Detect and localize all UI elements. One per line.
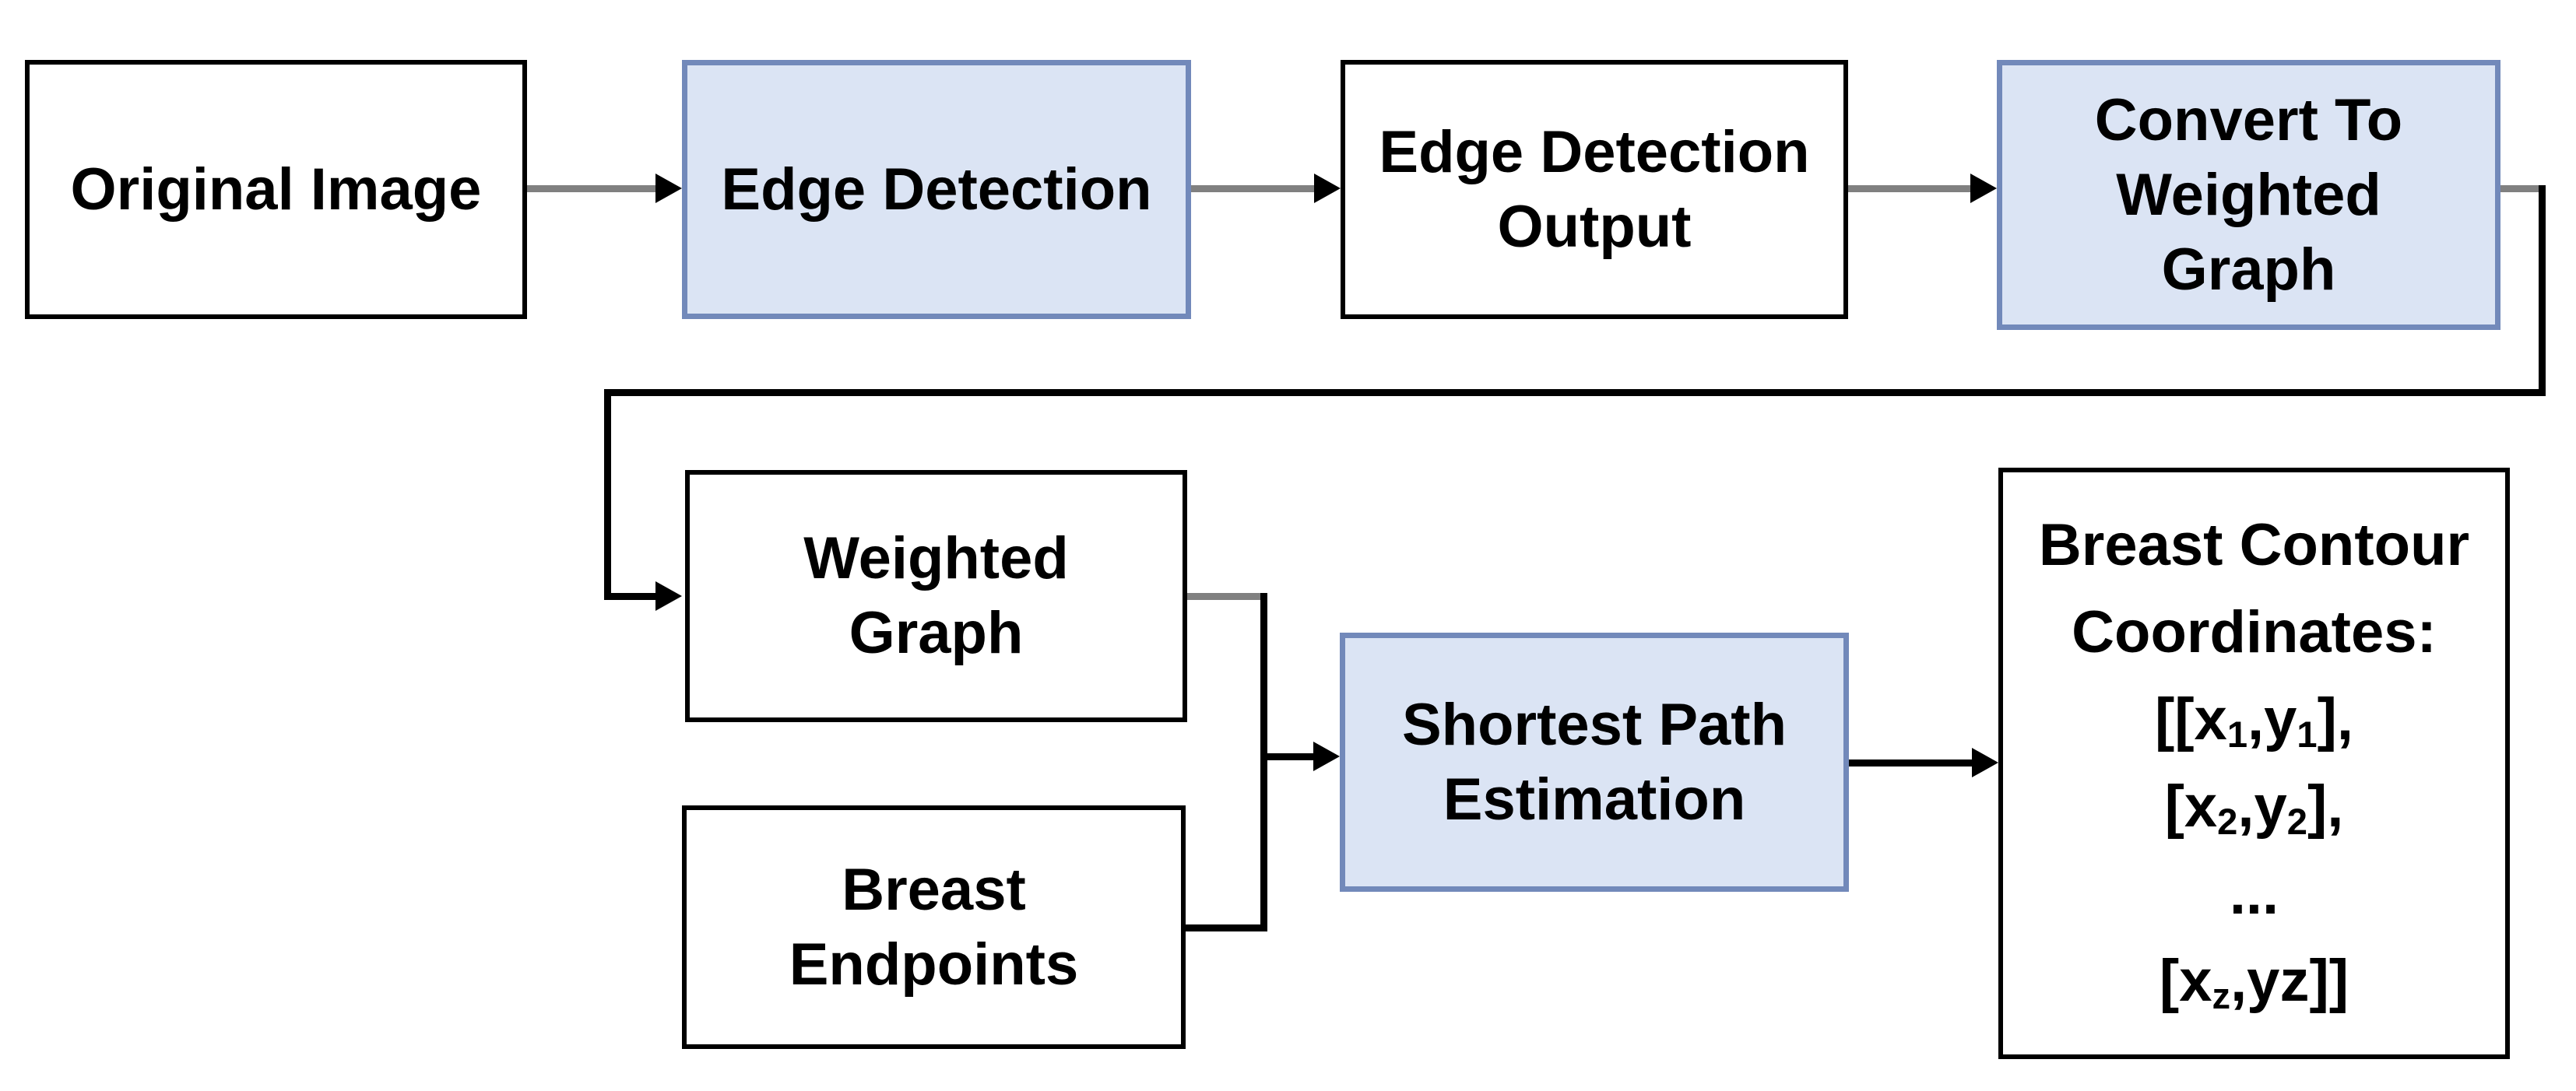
coords-point-line: [[x1,y1], [2154,686,2354,756]
box-label-line: Shortest Path [1401,691,1787,758]
box-label-line: Weighted [803,525,1069,591]
connector-merge-vertical [1260,593,1267,931]
connector-edge-detection-to-output-arrowhead [1314,174,1341,203]
box-label-line: Edge Detection [1379,118,1810,185]
box-label-line: Output [1497,193,1692,260]
coords-title-line: Breast Contour [2038,512,2470,578]
box-label-line: Breast [842,856,1026,923]
box-edge-detection: Edge Detection [682,60,1191,319]
coords-point-line: [x2,y2], [2164,774,2344,843]
connector-original-to-edge-detection-arrowhead [655,174,682,203]
coords-ellipsis-line: ... [2229,861,2279,927]
box-label: Original Image [70,156,482,223]
connector-original-to-edge-detection-shaft [527,185,659,192]
box-shortest-path-estimation: Shortest Path Estimation [1340,633,1849,892]
box-label: Edge Detection [721,156,1152,223]
connector-output-to-convert-shaft [1848,185,1973,192]
box-edge-detection-output: Edge Detection Output [1341,60,1848,319]
connector-wrap-into-weighted-graph-arrowhead [655,581,682,611]
box-breast-endpoints: Breast Endpoints [682,805,1186,1049]
box-label-line: Graph [2161,236,2336,303]
connector-shortest-path-to-coordinates-shaft [1849,759,1972,767]
connector-shortest-path-to-coordinates-arrowhead [1972,748,1998,777]
box-label-line: Convert To [2094,86,2403,153]
connector-wrap-down-right [2539,185,2546,396]
connector-wrap-into-weighted-graph-shaft [604,593,659,600]
connector-merge-into-shortest-path-shaft [1260,753,1316,760]
box-breast-contour-coordinates: Breast Contour Coordinates: [[x1,y1], [x… [1998,468,2510,1059]
box-original-image: Original Image [25,60,527,319]
connector-merge-into-shortest-path-arrowhead [1313,742,1340,771]
box-label-line: Graph [849,600,1024,666]
connector-wrap-exit-stub [2500,185,2545,192]
box-convert-to-weighted-graph: Convert To Weighted Graph [1997,60,2500,330]
connector-wrap-horizontal [604,389,2546,396]
connector-weighted-graph-exit-stub [1187,593,1267,600]
coords-point-line: [xz,yz]] [2159,948,2349,1017]
connector-output-to-convert-arrowhead [1970,174,1997,203]
box-weighted-graph: Weighted Graph [685,470,1187,722]
box-label-line: Endpoints [789,931,1079,998]
box-label-line: Estimation [1443,766,1746,833]
connector-edge-detection-to-output-shaft [1191,185,1317,192]
connector-wrap-down-left [604,389,611,599]
connector-breast-endpoints-exit [1186,924,1267,931]
box-label-line: Weighted [2116,161,2381,228]
coords-title-line: Coordinates: [2072,599,2437,665]
